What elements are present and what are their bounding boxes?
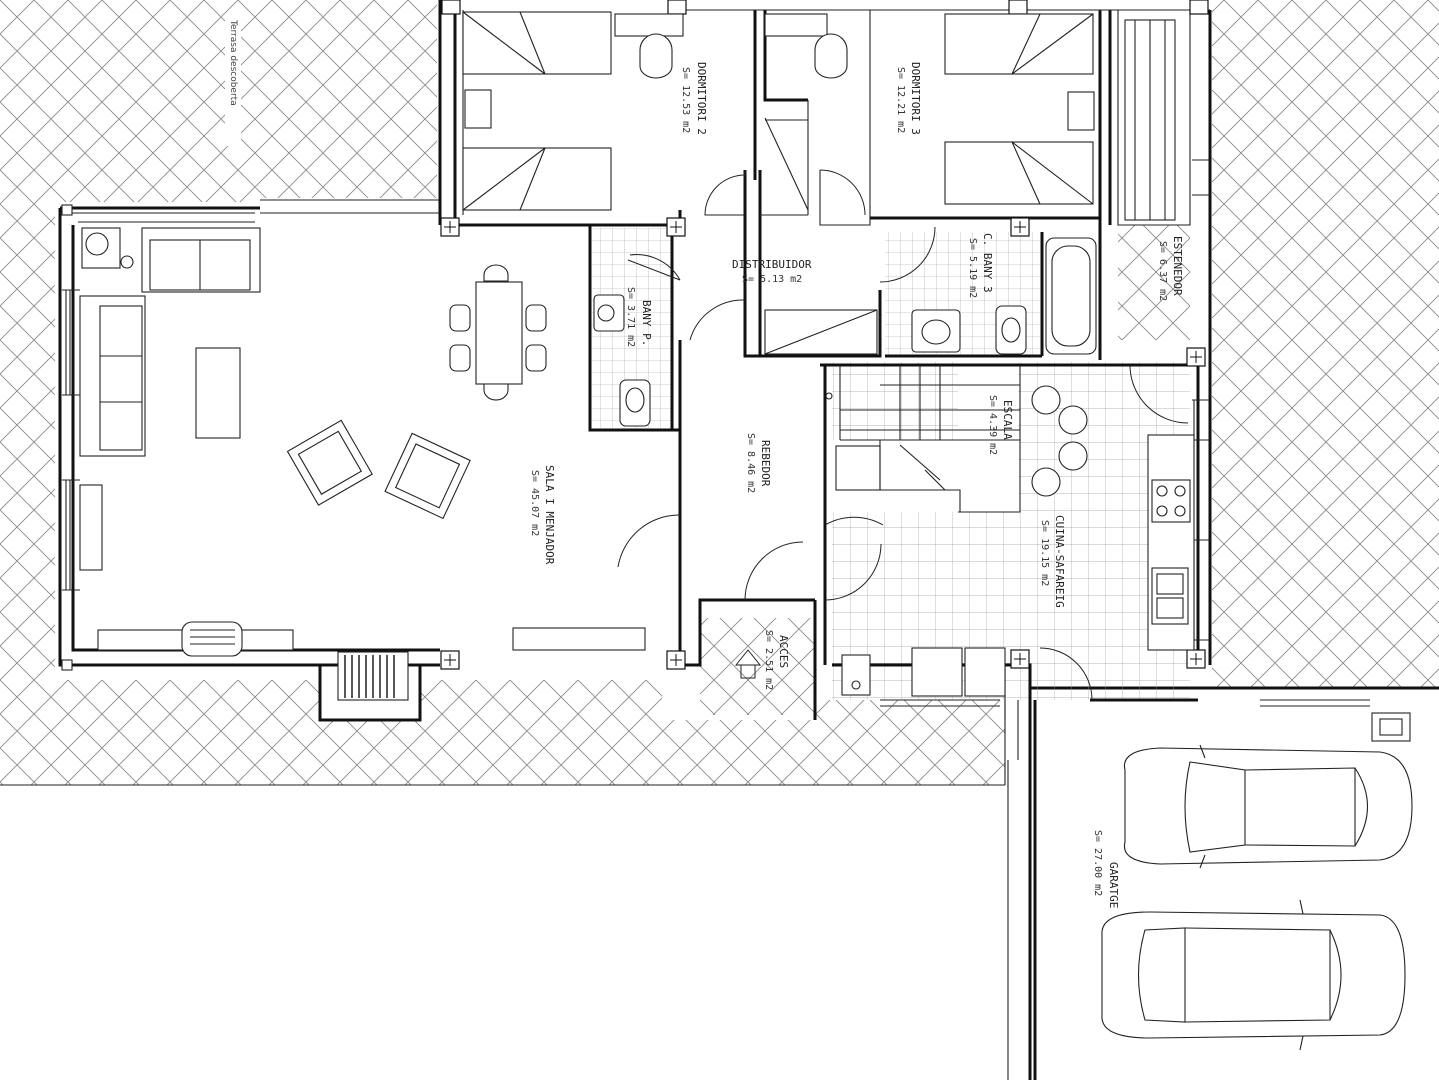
car-2: [1101, 899, 1406, 1051]
doors: [617, 169, 1189, 701]
label-c-bany-3: C. BANY 3: [981, 233, 994, 293]
area-dormitori-2: S= 12.53 m2: [680, 67, 691, 133]
washer: [911, 647, 963, 697]
area-acces: S= 2.51 m2: [763, 630, 774, 690]
area-garatge: S= 27.00 m2: [1092, 830, 1103, 896]
armchair-2: [384, 432, 471, 520]
bathtub: [1045, 237, 1097, 355]
label-sala-menjador: SALA I MENJADOR: [543, 465, 556, 565]
label-distribuidor: DISTRIBUIDOR: [732, 258, 812, 271]
label-cuina-safareig: CUINA-SAFAREIG: [1053, 515, 1066, 608]
boiler: [841, 654, 871, 696]
coffee-table: [195, 347, 241, 439]
area-estenedor: S= 6.37 m2: [1157, 241, 1168, 301]
sink-bany-p: [593, 294, 625, 332]
toilet-c-bany: [995, 305, 1027, 355]
area-cuina-safareig: S= 19.15 m2: [1039, 520, 1050, 586]
entry-arrow-icon: [734, 649, 762, 679]
label-terrace: Terrasa descoberta: [228, 19, 238, 106]
area-sala-menjador: S= 45.07 m2: [529, 470, 540, 536]
garage: [1007, 686, 1439, 1080]
walls: [58, 0, 1212, 760]
label-dormitori-2: DORMITORI 2: [695, 62, 708, 135]
area-rebedor: S= 8.46 m2: [745, 433, 756, 493]
area-c-bany-3: S= 5.19 m2: [967, 238, 978, 298]
sideboard: [79, 484, 103, 571]
room-labels: DORMITORI 2 S= 12.53 m2 DORMITORI 3 S= 1…: [225, 16, 1184, 908]
bench: [512, 627, 646, 651]
area-escala: S= 4.39 m2: [987, 395, 998, 455]
area-dormitori-3: S= 12.21 m2: [895, 67, 906, 133]
bedroom-2-furniture: [462, 11, 684, 211]
stair: [825, 365, 1020, 512]
label-acces: ACCES: [777, 635, 790, 668]
area-distribuidor: S= 5.13 m2: [742, 274, 802, 285]
label-escala: ESCALA: [1001, 400, 1014, 440]
kitchen-fixtures: [841, 19, 1195, 697]
column-markers: [61, 0, 1209, 671]
bedroom-3-furniture: [764, 13, 1095, 211]
dining-table: [449, 264, 547, 401]
label-rebedor: REBEDOR: [759, 440, 772, 487]
living-room-furniture: [79, 227, 646, 701]
bathroom-fixtures: [593, 237, 1097, 427]
label-bany-p: BANY P.: [640, 300, 653, 346]
dryer: [964, 647, 1006, 697]
sink-c-bany: [911, 309, 961, 353]
area-bany-p: S= 3.71 m2: [625, 287, 636, 347]
toilet-bany-p: [619, 379, 651, 427]
car-1: [1123, 744, 1413, 869]
kitchen-sink: [1151, 567, 1189, 625]
label-dormitori-3: DORMITORI 3: [909, 62, 922, 135]
label-garatge: GARATGE: [1107, 862, 1120, 908]
fireplace: [181, 621, 243, 657]
armchair-1: [286, 419, 373, 506]
stove: [1151, 479, 1191, 523]
terrace-hatch: [0, 0, 1439, 786]
label-estenedor: ESTENEDOR: [1171, 236, 1184, 296]
sofa-top: [141, 227, 261, 293]
sofa-left: [79, 295, 146, 457]
